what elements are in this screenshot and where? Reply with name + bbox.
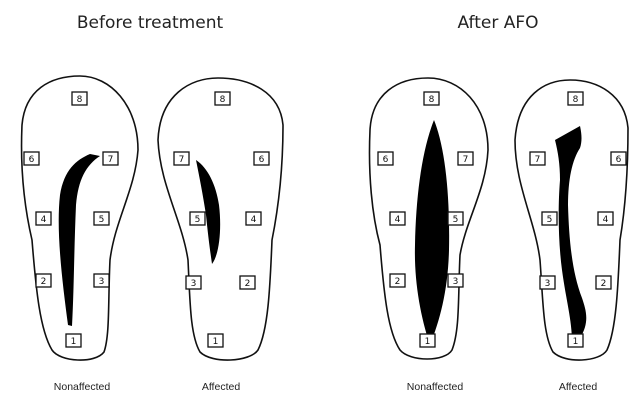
svg-text:4: 4 [251, 215, 257, 225]
svg-text:5: 5 [547, 215, 553, 225]
svg-text:4: 4 [41, 215, 47, 225]
svg-text:6: 6 [29, 155, 35, 165]
svg-text:1: 1 [425, 337, 431, 347]
sensor-before-affected-5: 5 [190, 212, 205, 225]
svg-text:8: 8 [77, 95, 83, 105]
sensor-before-nonaffected-3: 3 [94, 274, 109, 287]
svg-text:7: 7 [108, 155, 114, 165]
sensor-after-nonaffected-3: 3 [448, 274, 463, 287]
svg-text:3: 3 [453, 277, 459, 287]
svg-text:8: 8 [429, 95, 435, 105]
svg-text:1: 1 [573, 337, 579, 347]
sensor-before-nonaffected-5: 5 [94, 212, 109, 225]
svg-text:2: 2 [601, 279, 607, 289]
sensor-after-affected-4: 4 [598, 212, 613, 225]
sensor-before-nonaffected-2: 2 [36, 274, 51, 287]
sensor-after-affected-8: 8 [568, 92, 583, 105]
sensor-after-affected-1: 1 [568, 334, 583, 347]
sensor-before-affected-3: 3 [186, 276, 201, 289]
sensor-before-nonaffected-6: 6 [24, 152, 39, 165]
sensor-before-affected-6: 6 [254, 152, 269, 165]
svg-text:6: 6 [616, 155, 622, 165]
svg-text:1: 1 [71, 337, 77, 347]
svg-text:3: 3 [99, 277, 105, 287]
sensor-after-nonaffected-5: 5 [448, 212, 463, 225]
svg-text:2: 2 [395, 277, 401, 287]
sensor-before-affected-1: 1 [208, 334, 223, 347]
sensor-after-affected-5: 5 [542, 212, 557, 225]
foot-label-after-nonaffected: Nonaffected [407, 381, 464, 393]
sensor-before-nonaffected-7: 7 [103, 152, 118, 165]
sensor-before-affected-7: 7 [174, 152, 189, 165]
sensor-before-affected-4: 4 [246, 212, 261, 225]
svg-text:3: 3 [545, 279, 551, 289]
svg-text:2: 2 [41, 277, 47, 287]
sensor-before-nonaffected-4: 4 [36, 212, 51, 225]
sensor-after-nonaffected-2: 2 [390, 274, 405, 287]
svg-text:2: 2 [245, 279, 251, 289]
sensor-after-nonaffected-8: 8 [424, 92, 439, 105]
foot-label-before-nonaffected: Nonaffected [54, 381, 111, 393]
sensor-after-affected-2: 2 [596, 276, 611, 289]
sensor-before-nonaffected-1: 1 [66, 334, 81, 347]
foot-label-before-affected: Affected [202, 381, 240, 393]
sensor-after-affected-6: 6 [611, 152, 626, 165]
svg-text:1: 1 [213, 337, 219, 347]
svg-text:5: 5 [453, 215, 459, 225]
sensor-before-nonaffected-8: 8 [72, 92, 87, 105]
foot-outline-before-affected [158, 78, 283, 360]
svg-text:5: 5 [99, 215, 105, 225]
sensor-after-affected-3: 3 [540, 276, 555, 289]
sensor-after-affected-7: 7 [530, 152, 545, 165]
panel-title-after: After AFO [457, 13, 538, 33]
foot-label-after-affected: Affected [559, 381, 597, 393]
svg-text:6: 6 [383, 155, 389, 165]
svg-text:7: 7 [463, 155, 469, 165]
svg-text:5: 5 [195, 215, 201, 225]
svg-text:4: 4 [395, 215, 401, 225]
svg-text:7: 7 [535, 155, 541, 165]
svg-text:6: 6 [259, 155, 265, 165]
sensor-after-nonaffected-1: 1 [420, 334, 435, 347]
svg-text:7: 7 [179, 155, 185, 165]
sensor-after-nonaffected-7: 7 [458, 152, 473, 165]
sensor-before-affected-2: 2 [240, 276, 255, 289]
sensor-before-affected-8: 8 [215, 92, 230, 105]
panel-title-before: Before treatment [77, 13, 224, 33]
sensor-after-nonaffected-6: 6 [378, 152, 393, 165]
svg-text:8: 8 [573, 95, 579, 105]
svg-text:3: 3 [191, 279, 197, 289]
svg-text:8: 8 [220, 95, 226, 105]
svg-text:4: 4 [603, 215, 609, 225]
sensor-after-nonaffected-4: 4 [390, 212, 405, 225]
